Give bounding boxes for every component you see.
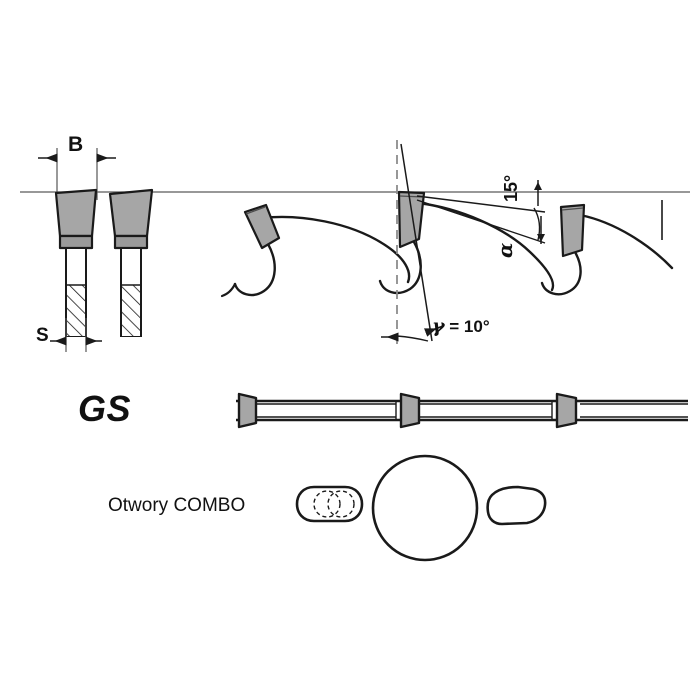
combo-bore-pattern (295, 454, 547, 562)
hook-angle-label: γ = 10° (432, 317, 490, 336)
hook-angle-line (400, 143, 433, 342)
gullet-hook-a (233, 242, 276, 297)
gullet-curve-a (260, 215, 411, 284)
carbide-tip-1-base-band (58, 234, 94, 250)
degree-symbol: ° (501, 174, 521, 182)
gamma-leader (424, 325, 444, 337)
left-slot-dashed-circle-1 (313, 490, 341, 518)
front-tooth-section (20, 148, 690, 352)
left-slot-bore (295, 485, 364, 523)
right-slot-bore (486, 485, 547, 526)
carbide-tip-1 (54, 188, 98, 238)
strip-tip-1 (237, 392, 258, 429)
dimension-label-b: B (68, 133, 84, 156)
clearance-angle-value: 15 (501, 181, 521, 202)
gullet-tail-left (220, 282, 237, 298)
gamma-equation-text: = 10° (444, 317, 490, 336)
side-tooth-profile (220, 140, 674, 345)
gullet-hook-c (540, 250, 582, 296)
plate-hatch-2 (122, 285, 140, 336)
clearance-angle-label: 15° (501, 174, 521, 202)
carbide-tip-side-c (559, 203, 586, 258)
carbide-tip-side-c-face (561, 207, 584, 211)
carbide-tip-side-a (243, 203, 281, 250)
carbide-tip-2 (108, 188, 154, 238)
series-code-label: GS (78, 388, 132, 429)
carbide-tip-2-base-band (113, 234, 149, 250)
gullet-hook-b (378, 240, 422, 295)
dimension-label-s: S (36, 325, 49, 346)
strip-tip-3 (555, 392, 578, 429)
plate-hatch-1 (67, 285, 85, 336)
carbide-tip-side-b (397, 190, 426, 249)
center-bore (371, 454, 479, 562)
clearance-ray-upper (416, 195, 546, 213)
tick-arrow-up (534, 182, 542, 190)
plate-interior-lines (252, 401, 688, 420)
alpha-angle-label: α (493, 242, 517, 258)
dimension-lines-s (65, 318, 87, 352)
plate-cross-section (236, 392, 688, 429)
left-slot-dashed-circle-2 (327, 490, 355, 518)
carbide-tip-side-a-face (245, 206, 266, 215)
strip-tip-2 (399, 392, 421, 429)
gamma-symbol: γ (432, 315, 445, 337)
tick-arrow-down (537, 234, 545, 242)
gullet-curve-b (416, 201, 555, 292)
gamma-angle-arc (396, 335, 429, 342)
gullet-curve-c (578, 213, 674, 270)
combo-holes-label: Otwory COMBO (108, 495, 246, 516)
clearance-ray-lower (416, 199, 546, 244)
